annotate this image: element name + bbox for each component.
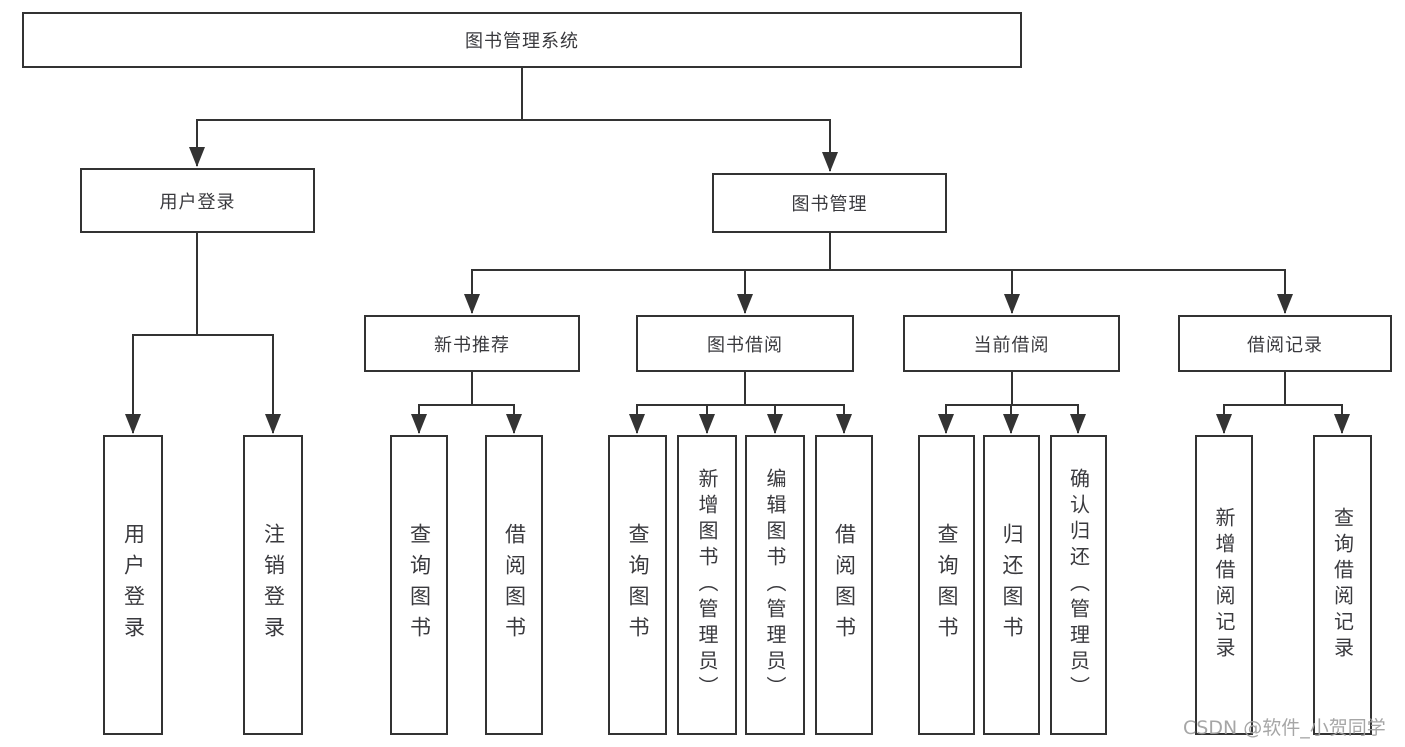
node-new-book-recommendation: 新书推荐 [364, 315, 580, 372]
node-leaf-confirm-return-admin: 确认归还（管理员） [1050, 435, 1107, 735]
node-leaf-query-book-current: 查询图书 [918, 435, 975, 735]
node-leaf-borrow-book: 借阅图书 [815, 435, 873, 735]
node-leaf-logout: 注销登录 [243, 435, 303, 735]
connector-segments [125, 68, 1350, 434]
node-book-borrowing: 图书借阅 [636, 315, 854, 372]
node-label: 查询借阅记录 [1330, 507, 1355, 663]
node-label: 借阅图书 [832, 523, 857, 647]
node-label: 查询图书 [935, 523, 959, 647]
node-label: 用户登录 [121, 523, 146, 647]
node-leaf-query-book-recommend: 查询图书 [390, 435, 448, 735]
node-leaf-add-borrow-record: 新增借阅记录 [1195, 435, 1253, 735]
node-leaf-user-login: 用户登录 [103, 435, 163, 735]
node-label: 图书管理 [791, 194, 868, 215]
node-label: 新增借阅记录 [1212, 507, 1236, 663]
node-user-login: 用户登录 [80, 168, 315, 233]
node-label: 注销登录 [261, 523, 286, 647]
node-label: 图书借阅 [707, 334, 783, 356]
node-leaf-edit-book-admin: 编辑图书（管理员） [745, 435, 805, 735]
node-leaf-add-book-admin: 新增图书（管理员） [677, 435, 737, 735]
node-leaf-return-book: 归还图书 [983, 435, 1040, 735]
node-label: 查询图书 [626, 523, 650, 647]
csdn-watermark: CSDN @软件_小贺同学 [1183, 717, 1386, 739]
node-label: 归还图书 [1000, 523, 1024, 647]
node-book-management: 图书管理 [712, 173, 947, 233]
node-label: 新书推荐 [434, 334, 510, 356]
node-label: 借阅记录 [1247, 334, 1323, 356]
node-label: 编辑图书（管理员） [763, 468, 787, 702]
node-leaf-query-book-borrow: 查询图书 [608, 435, 667, 735]
node-label: 借阅图书 [502, 523, 527, 647]
node-label: 查询图书 [407, 523, 432, 647]
node-current-borrowing: 当前借阅 [903, 315, 1120, 372]
node-label: 用户登录 [159, 191, 236, 213]
node-library-management-system: 图书管理系统 [22, 12, 1022, 68]
node-label: 图书管理系统 [465, 31, 579, 52]
node-leaf-query-borrow-record: 查询借阅记录 [1313, 435, 1372, 735]
node-label: 新增图书（管理员） [695, 468, 719, 702]
node-label: 当前借阅 [973, 334, 1050, 356]
node-borrowing-records: 借阅记录 [1178, 315, 1392, 372]
node-leaf-borrow-book-recommend: 借阅图书 [485, 435, 543, 735]
node-label: 确认归还（管理员） [1066, 468, 1091, 702]
